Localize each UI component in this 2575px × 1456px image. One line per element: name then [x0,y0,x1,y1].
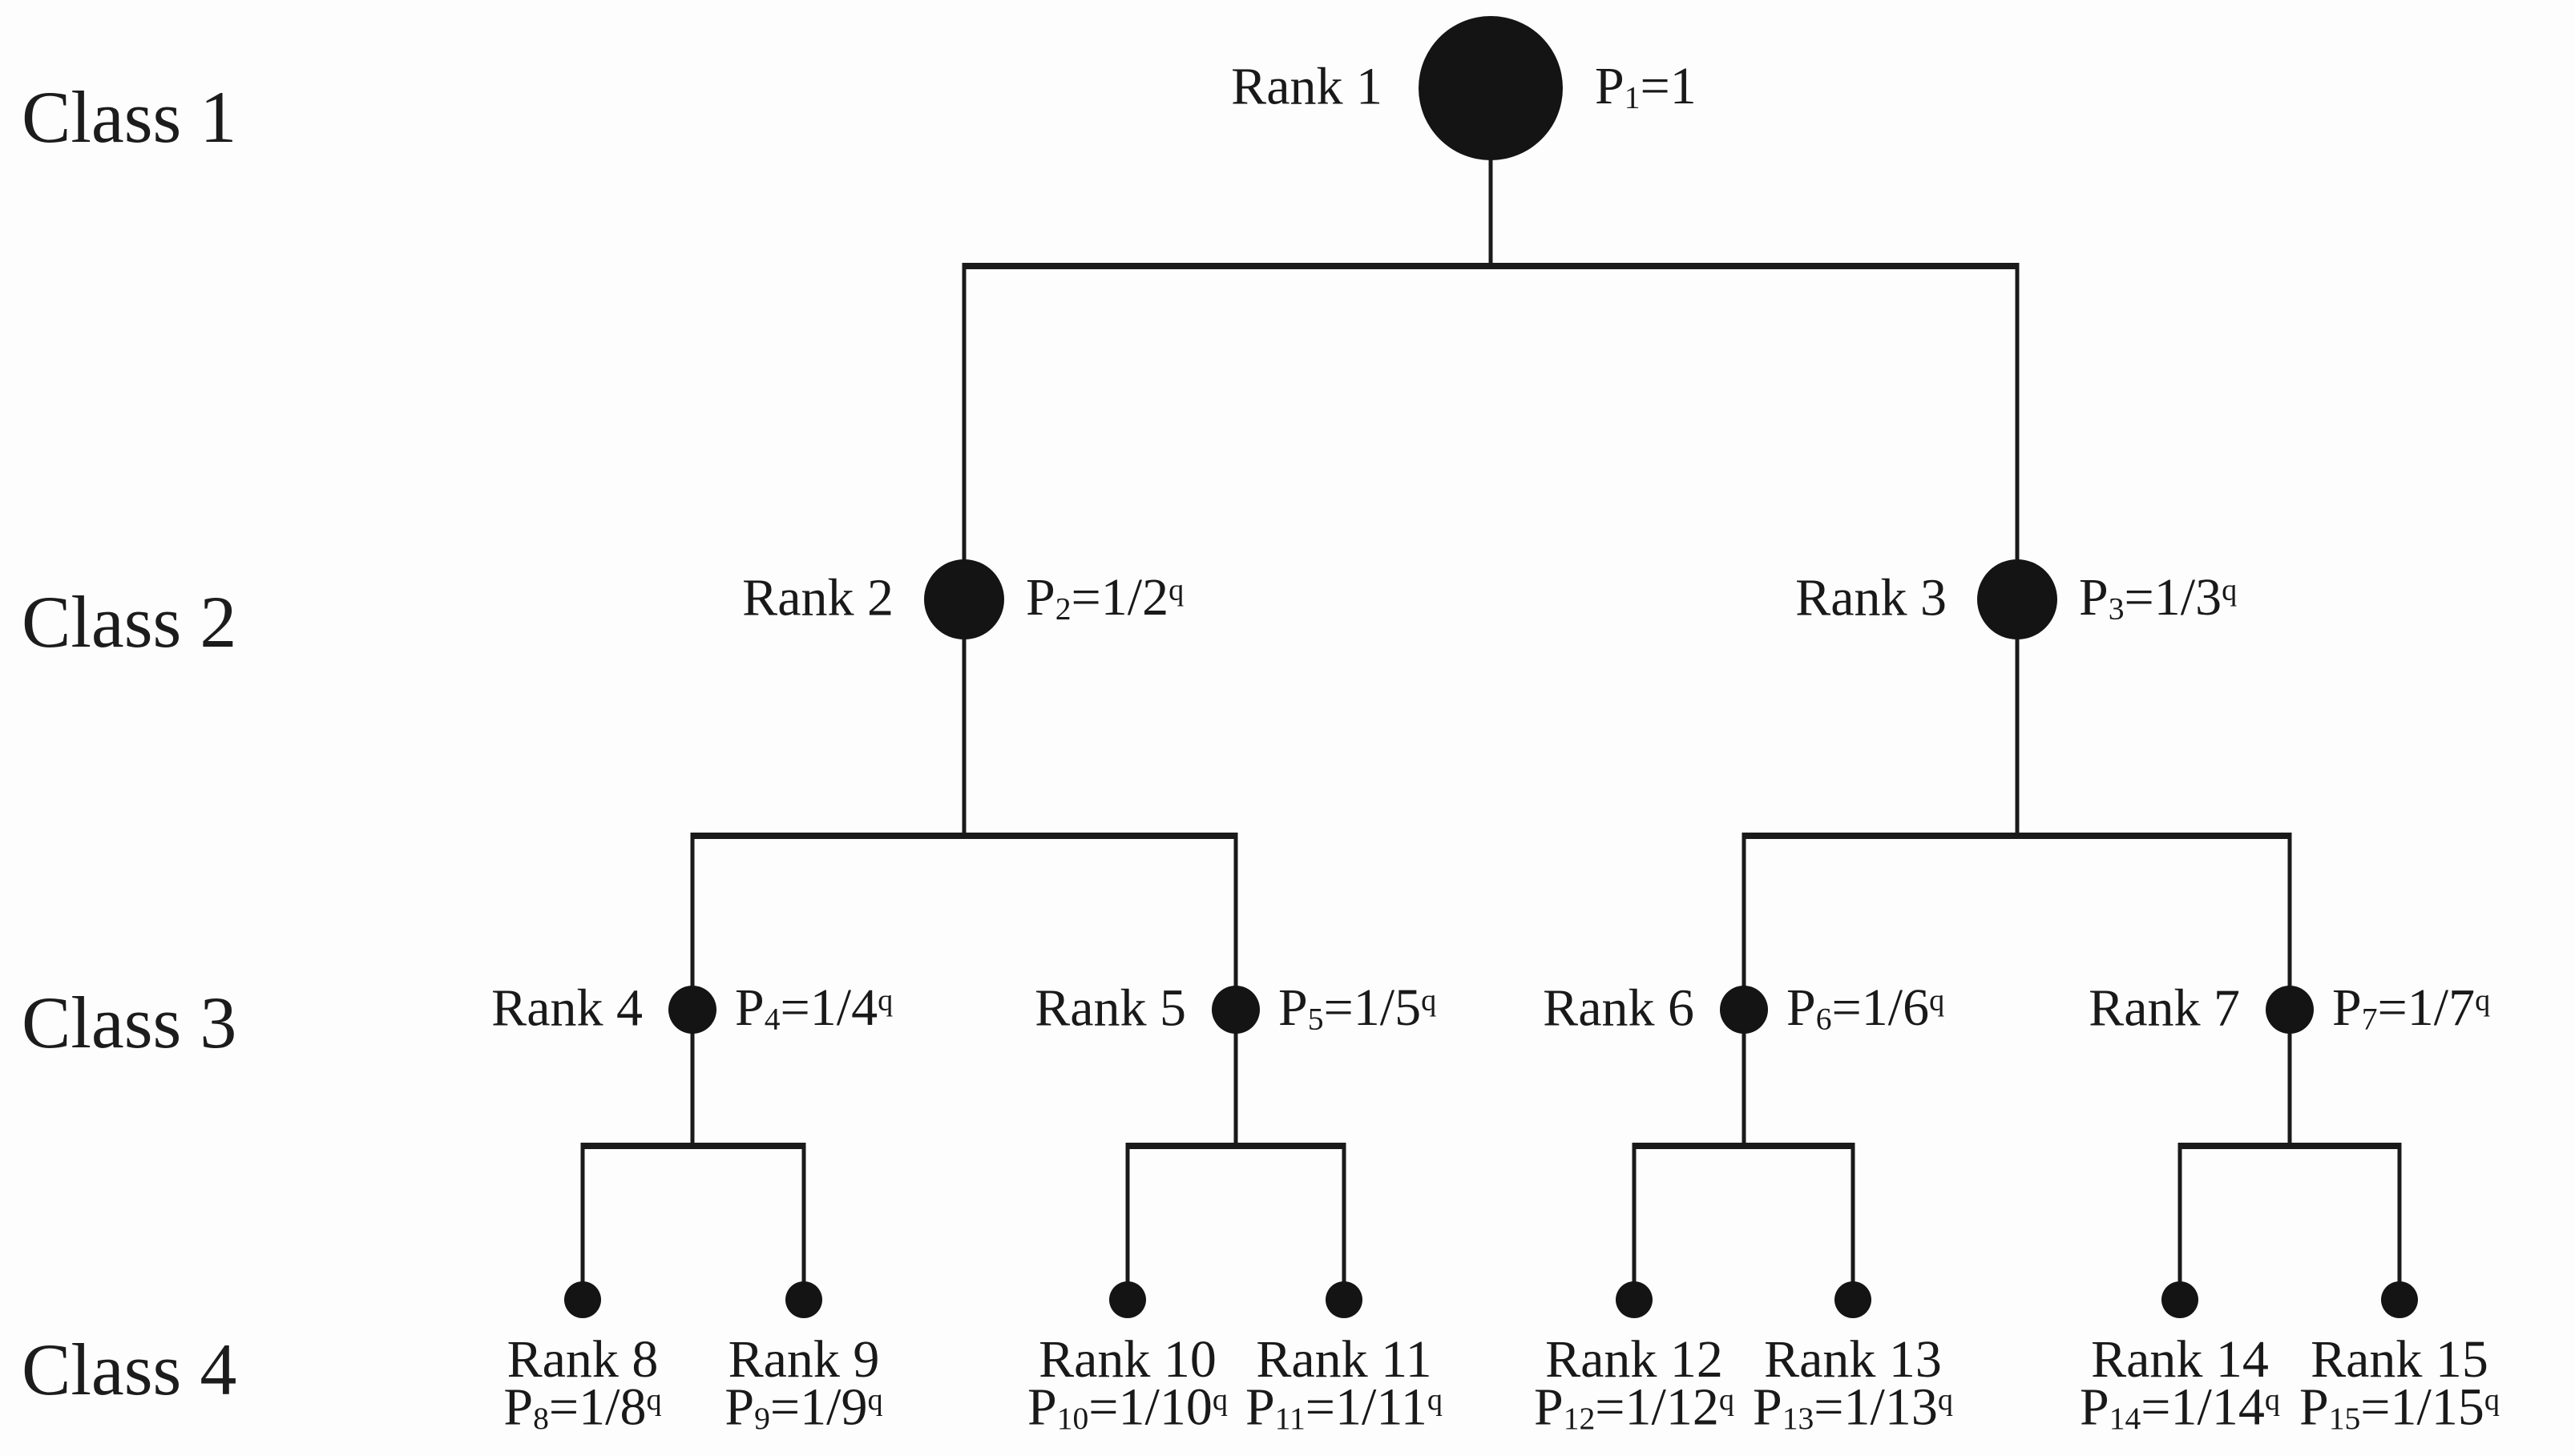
tree-node-rank-5 [1212,986,1260,1034]
class-label-2: Class 2 [22,580,237,663]
tree-node-rank-7 [2266,986,2314,1034]
class-label-3: Class 3 [22,981,237,1063]
rank-label-8: Rank 8 [507,1330,659,1389]
tree-node-rank-3 [1977,559,2057,639]
tree-node-rank-8 [564,1281,601,1318]
tree-node-rank-10 [1109,1281,1146,1318]
probability-label-8: P8=1/8q [503,1377,662,1437]
tree-node-rank-14 [2161,1281,2198,1318]
rank-label-11: Rank 11 [1256,1330,1432,1389]
probability-label-2: P2=1/2q [1026,568,1185,627]
rank-label-12: Rank 12 [1545,1330,1723,1389]
probability-label-3: P3=1/3q [2079,568,2238,627]
rank-label-4: Rank 4 [491,978,643,1038]
rank-label-2: Rank 2 [742,568,894,627]
rank-label-13: Rank 13 [1764,1330,1942,1389]
rank-label-7: Rank 7 [2089,978,2240,1038]
probability-label-7: P7=1/7q [2332,978,2491,1038]
rank-label-14: Rank 14 [2091,1330,2269,1389]
tree-node-rank-9 [785,1281,822,1318]
probability-label-1: P1=1 [1595,57,1697,116]
tree-node-rank-4 [668,986,716,1034]
probability-label-5: P5=1/5q [1278,978,1437,1038]
tree-node-rank-13 [1834,1281,1871,1318]
probability-label-10: P10=1/10q [1027,1377,1228,1437]
probability-label-9: P9=1/9q [724,1377,883,1437]
tree-node-rank-2 [924,559,1004,639]
rank-label-10: Rank 10 [1039,1330,1217,1389]
tree-node-rank-15 [2381,1281,2418,1318]
tree-node-rank-11 [1326,1281,1362,1318]
tree-node-rank-6 [1720,986,1768,1034]
rank-label-6: Rank 6 [1543,978,1694,1038]
probability-label-4: P4=1/4q [735,978,894,1038]
rank-label-3: Rank 3 [1795,568,1947,627]
probability-label-13: P13=1/13q [1753,1377,1953,1437]
probability-label-11: P11=1/11q [1245,1377,1443,1437]
probability-label-14: P14=1/14q [2080,1377,2280,1437]
class-label-1: Class 1 [22,75,237,158]
rank-label-9: Rank 9 [728,1330,880,1389]
class-label-4: Class 4 [22,1328,237,1410]
probability-label-12: P12=1/12q [1534,1377,1734,1437]
tree-node-rank-1 [1419,16,1563,160]
rank-label-15: Rank 15 [2311,1330,2488,1389]
rank-label-1: Rank 1 [1231,57,1382,116]
probability-label-6: P6=1/6q [1786,978,1945,1038]
rank-label-5: Rank 5 [1035,978,1186,1038]
tree-node-rank-12 [1616,1281,1653,1318]
probability-label-15: P15=1/15q [2299,1377,2500,1437]
